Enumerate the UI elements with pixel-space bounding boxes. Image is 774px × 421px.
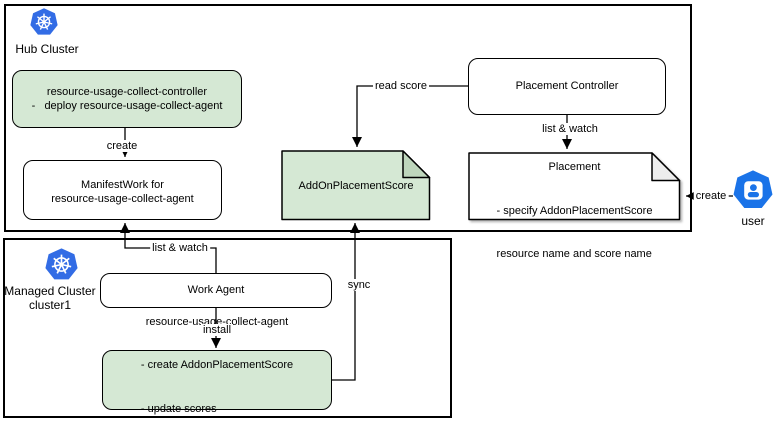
edge-label-install: install	[200, 324, 234, 336]
controller-box: resource-usage-collect-controller - depl…	[12, 70, 242, 128]
hub-cluster-label: Hub Cluster	[15, 42, 79, 56]
addonplacementscore-label: AddOnPlacementScore	[298, 180, 414, 192]
note-fold-corner	[402, 150, 431, 179]
agent-box: resource-usage-collect-agent - create Ad…	[102, 316, 332, 415]
managed-cluster-container	[3, 238, 452, 418]
manifestwork-line1: ManifestWork for	[81, 178, 164, 191]
placement-note-line3: resource name and score name	[496, 248, 652, 260]
edge-label-read-score: read score	[373, 80, 429, 92]
note-fold-corner	[651, 152, 681, 182]
placement-note	[468, 152, 681, 221]
edge-label-create: create	[104, 140, 140, 152]
agent-box-line3: - update scores	[140, 402, 217, 415]
kubernetes-icon	[45, 248, 78, 281]
user-person-icon	[733, 170, 773, 210]
work-agent-label: Work Agent	[187, 284, 245, 297]
agent-box-line2: - create AddonPlacementScore	[140, 359, 294, 372]
placement-controller-label: Placement Controller	[515, 80, 619, 93]
user-label: user	[741, 214, 765, 228]
manifestwork-box: ManifestWork for resource-usage-collect-…	[23, 160, 222, 220]
placement-note-title: Placement	[548, 161, 601, 173]
edge-label-create-user: create	[693, 190, 729, 202]
edge-label-sync: sync	[345, 279, 373, 291]
controller-box-line1: resource-usage-collect-controller	[46, 85, 208, 98]
addonplacementscore-note	[281, 150, 431, 221]
manifestwork-line2: resource-usage-collect-agent	[51, 193, 194, 205]
managed-cluster-label-line2: cluster1	[28, 298, 72, 312]
placement-note-line2: - specify AddonPlacementScore	[496, 204, 653, 217]
controller-box-line2: - deploy resource-usage-collect-agent	[31, 100, 223, 112]
edge-label-list-watch-managed: list & watch	[150, 242, 210, 254]
kubernetes-icon	[30, 8, 58, 36]
managed-cluster-label-line1: Managed Cluster	[4, 284, 96, 298]
placement-controller-box: Placement Controller	[468, 58, 666, 115]
placement-note-text: Placement - specify AddonPlacementScore …	[468, 160, 681, 291]
agent-box-line1: resource-usage-collect-agent	[145, 315, 289, 328]
work-agent-box: Work Agent	[100, 273, 332, 308]
edge-label-list-watch-hub: list & watch	[540, 123, 600, 135]
managed-cluster-label: Managed Cluster cluster1	[0, 284, 100, 312]
